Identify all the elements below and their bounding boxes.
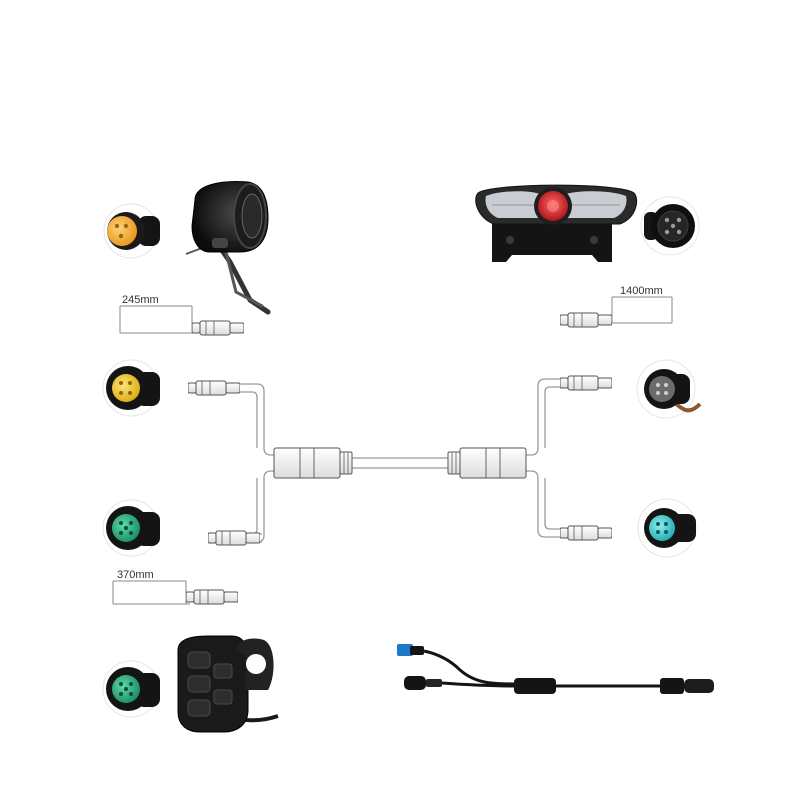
headlight-length-label: 245mm: [122, 294, 159, 306]
taillight-icon: [475, 184, 638, 262]
gray-connector-icon: [636, 359, 702, 419]
plug-right-lower: [560, 525, 612, 541]
splitter-cable-icon: [397, 644, 714, 694]
switch-cable: 370mm: [112, 569, 238, 605]
orange-connector-icon: [103, 203, 160, 259]
light-switch-icon: [177, 635, 279, 733]
right-junction: [447, 447, 527, 479]
headlight-plug: [192, 320, 244, 336]
switch-length-label: 370mm: [117, 569, 154, 581]
cyan-connector-icon: [637, 498, 697, 558]
green-connector-icon: [102, 499, 160, 557]
taillight-plug: [560, 312, 612, 328]
taillight-cable: 1400mm: [560, 285, 673, 328]
plug-right-upper: [560, 375, 612, 391]
black-connector-icon: [640, 196, 700, 256]
taillight-length-label: 1400mm: [620, 285, 663, 297]
headlight-icon: [185, 181, 271, 315]
plug-left-upper: [188, 380, 240, 396]
yellow-connector-icon: [102, 359, 160, 417]
switch-plug: [186, 589, 238, 605]
harness-schematic: [236, 378, 562, 543]
left-junction: [273, 447, 353, 479]
headlight-cable: 245mm: [119, 294, 244, 336]
green-connector-icon-2: [102, 660, 160, 718]
plug-left-lower: [208, 530, 260, 546]
